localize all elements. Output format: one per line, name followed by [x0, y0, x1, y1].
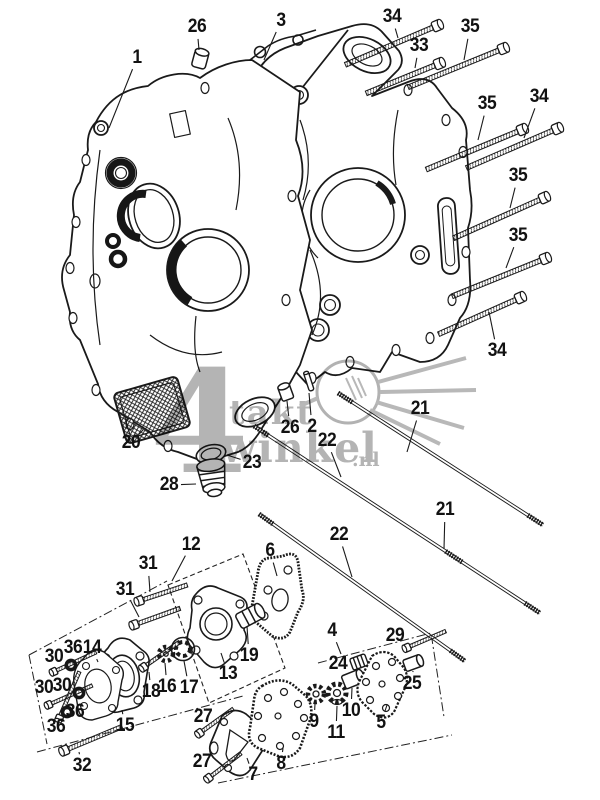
leader-line-17 [183, 660, 188, 677]
part-14-pump-gasket [73, 649, 125, 721]
part-1-crankcase-left-half [61, 59, 313, 463]
rod-part-22 [252, 423, 542, 616]
part-5-plate [356, 650, 409, 719]
leader-line-31 [148, 575, 151, 593]
leader-line-34 [523, 108, 536, 139]
part-12-dashed-box [167, 553, 286, 704]
leader-line-35 [505, 247, 515, 269]
bolt-part-30 [43, 683, 94, 710]
part-25-collar [402, 653, 425, 672]
leader-line-26 [197, 38, 200, 51]
rod-part-21 [336, 390, 545, 528]
leader-line-28 [180, 483, 197, 486]
leader-line-6 [272, 562, 278, 577]
leader-line-31 [130, 600, 140, 618]
part-19-collar [235, 602, 266, 629]
leader-line-1 [108, 68, 134, 129]
leader-line-13 [220, 652, 225, 663]
bolt-part-30 [54, 670, 82, 724]
leader-line-34 [488, 311, 496, 340]
leader-line-3 [263, 31, 277, 61]
part-28-drain-plug [196, 458, 226, 498]
bolt-part-31 [128, 605, 182, 631]
leader-line-35 [463, 38, 469, 61]
part-9-gear [305, 683, 327, 705]
bolt-part-32 [58, 723, 124, 757]
bolt-part-35 [406, 41, 511, 91]
part-20-oil-screen [113, 376, 191, 444]
bolt-part-34 [343, 18, 445, 68]
part-26-collar-bottom [277, 382, 295, 402]
leader-line-36 [62, 714, 65, 718]
leader-line-22 [342, 546, 353, 578]
part-13-pump-body [186, 585, 248, 669]
leader-line-8 [281, 747, 284, 753]
bolt-part-18 [138, 639, 182, 673]
bolt-part-27 [202, 751, 243, 784]
leader-line-19 [246, 625, 249, 645]
leader-line-34 [394, 28, 399, 39]
bolt-part-27 [193, 706, 236, 739]
bolt-part-31 [133, 582, 189, 607]
part-6-gasket [249, 552, 305, 640]
part-23-oring [195, 443, 227, 465]
leader-line-21 [443, 521, 446, 550]
bolt-part-34 [436, 290, 528, 338]
bolt-part-34 [464, 121, 565, 171]
part-8-plate [247, 679, 313, 759]
part-17-outer-rotor [170, 636, 196, 662]
bolt-part-30 [48, 649, 98, 677]
leader-line-35 [509, 187, 516, 209]
group-boundary-lines [28, 580, 453, 784]
leader-line-12 [171, 555, 186, 582]
leader-line-22 [330, 451, 342, 478]
leader-line-18 [148, 671, 151, 681]
leader-line-7 [246, 757, 250, 764]
leader-line-33 [414, 57, 418, 69]
leader-line-4 [335, 641, 342, 655]
leader-line-20 [138, 429, 144, 435]
leader-line-14 [96, 658, 99, 663]
leader-line-11 [335, 705, 338, 722]
bolt-part-29 [401, 628, 448, 654]
leader-line-23 [226, 454, 241, 460]
leader-line-2 [308, 392, 312, 416]
leader-line-26 [286, 400, 290, 417]
part-24-spring [349, 653, 369, 671]
leader-line-15 [121, 709, 124, 715]
part-26-dowel-top [191, 47, 210, 70]
part-3-crankcase-right-half [249, 23, 473, 386]
leader-lines [62, 28, 536, 764]
bolt-part-35 [450, 251, 553, 300]
leader-line-16 [164, 662, 167, 676]
bolts [43, 18, 565, 784]
leader-line-5 [384, 704, 388, 712]
bolt-part-33 [364, 56, 447, 97]
bolt-part-35 [451, 190, 552, 242]
stud-rods [252, 390, 545, 664]
leader-line-35 [477, 115, 485, 141]
part-11-gear [325, 681, 349, 706]
